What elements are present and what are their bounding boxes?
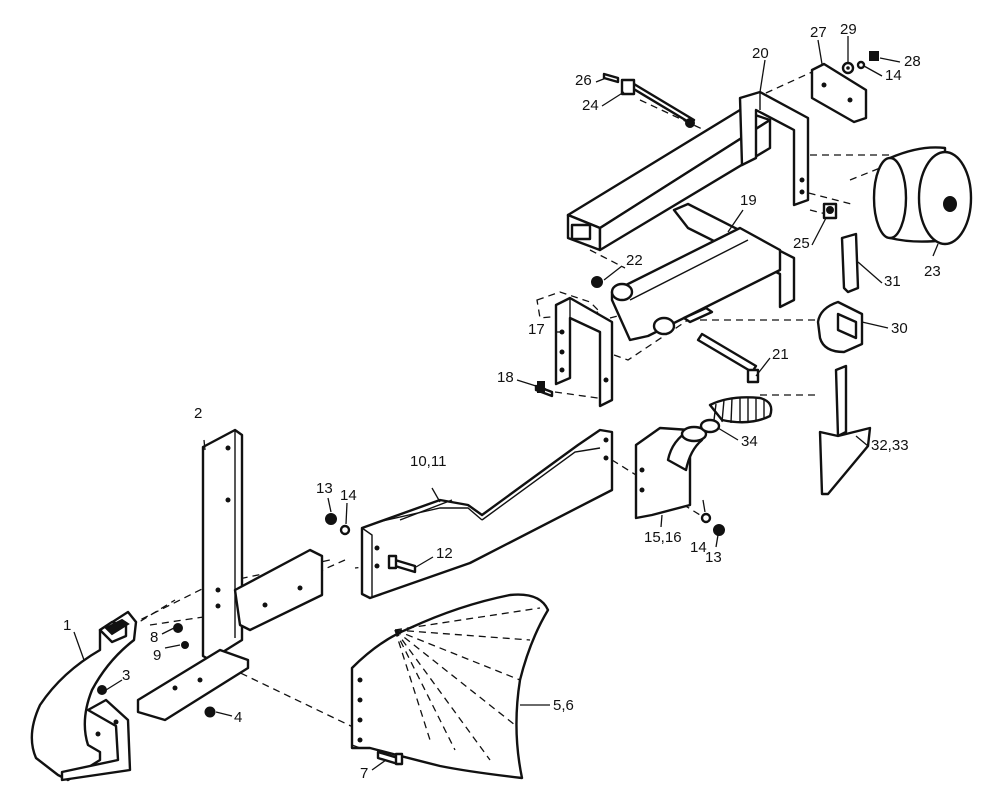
part-25-nut bbox=[822, 202, 838, 220]
callout-2: 2 bbox=[194, 405, 202, 422]
callout-labels: 1 2 3 4 5,6 7 8 9 10,11 12 13 14 13 14 1… bbox=[63, 21, 941, 782]
callout-21: 21 bbox=[772, 346, 789, 363]
callout-14-top: 14 bbox=[885, 67, 902, 84]
part-23-roller bbox=[872, 146, 973, 246]
callout-14-lower: 14 bbox=[690, 539, 707, 556]
part-26-bolt bbox=[602, 72, 620, 84]
part-2-upright-leg bbox=[136, 428, 324, 722]
nuts-13-14 bbox=[325, 512, 725, 536]
part-30-clamp bbox=[816, 300, 864, 354]
callout-7: 7 bbox=[360, 765, 368, 782]
part-7-bolt bbox=[376, 750, 404, 766]
callout-31: 31 bbox=[884, 273, 901, 290]
part-1-share bbox=[30, 610, 138, 782]
callout-12: 12 bbox=[436, 545, 453, 562]
callout-17: 17 bbox=[528, 321, 545, 338]
callout-29: 29 bbox=[840, 21, 857, 38]
callout-22: 22 bbox=[626, 252, 643, 269]
callout-1: 1 bbox=[63, 617, 71, 634]
callout-27: 27 bbox=[810, 24, 827, 41]
callout-9: 9 bbox=[153, 647, 161, 664]
callout-24: 24 bbox=[582, 97, 599, 114]
part-12-bolt bbox=[387, 554, 417, 574]
part-19-subframe bbox=[610, 202, 796, 342]
part-18-bolt bbox=[534, 381, 554, 398]
parts-28-29-14 bbox=[841, 51, 879, 75]
leader-lines bbox=[73, 36, 939, 771]
callout-25: 25 bbox=[793, 235, 810, 252]
callout-34: 34 bbox=[741, 433, 758, 450]
part-32-33-tine bbox=[818, 364, 872, 496]
callout-28: 28 bbox=[904, 53, 921, 70]
part-15-16-spout-bracket bbox=[634, 425, 708, 520]
callout-20: 20 bbox=[752, 45, 769, 62]
callout-30: 30 bbox=[891, 320, 908, 337]
part-21-long-bolt bbox=[696, 332, 760, 384]
callout-26: 26 bbox=[575, 72, 592, 89]
part-22-nut bbox=[591, 276, 603, 288]
callout-23: 23 bbox=[924, 263, 941, 280]
callout-19: 19 bbox=[740, 192, 757, 209]
callout-5-6: 5,6 bbox=[553, 697, 574, 714]
callout-15-16: 15,16 bbox=[644, 529, 682, 546]
part-24-pin bbox=[620, 78, 696, 128]
callout-8: 8 bbox=[150, 629, 158, 646]
callout-14-upper: 14 bbox=[340, 487, 357, 504]
callout-4: 4 bbox=[234, 709, 242, 726]
callout-10-11: 10,11 bbox=[410, 453, 446, 470]
part-34-hose bbox=[699, 396, 773, 434]
callout-32-33: 32,33 bbox=[871, 437, 909, 454]
part-31-wedge bbox=[840, 232, 860, 294]
callout-18: 18 bbox=[497, 369, 514, 386]
part-5-6-mouldboard bbox=[350, 593, 550, 780]
callout-13-lower: 13 bbox=[705, 549, 722, 566]
part-10-11-beam bbox=[360, 428, 614, 600]
part-27-plate bbox=[810, 62, 868, 124]
part-20-main-frame bbox=[566, 90, 810, 252]
part-17-u-bracket bbox=[554, 296, 614, 408]
callout-3: 3 bbox=[122, 667, 130, 684]
callout-13-upper: 13 bbox=[316, 480, 333, 497]
